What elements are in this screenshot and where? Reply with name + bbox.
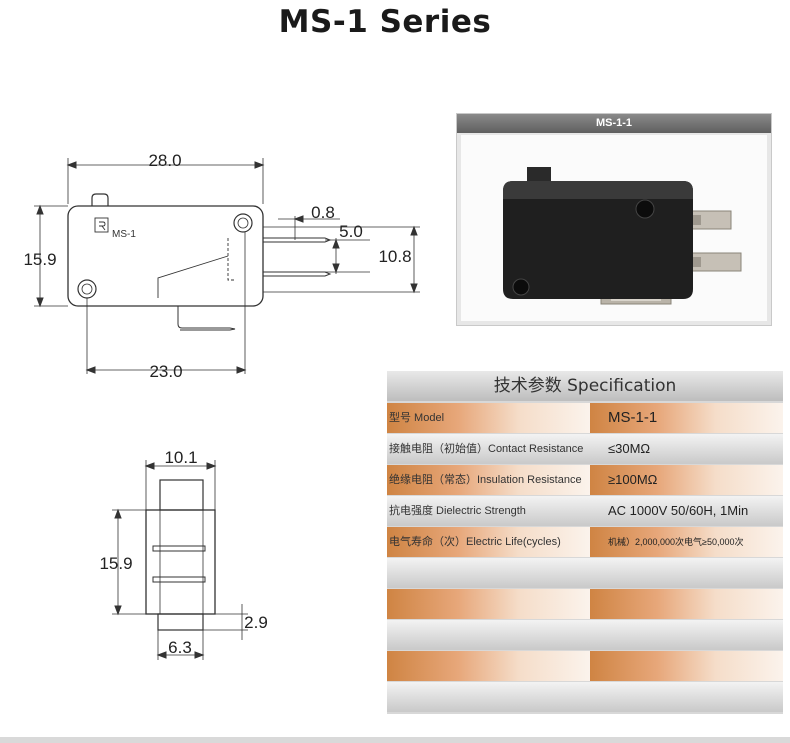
spec-row: 接触电阻（初始值）Contact Resistance ≤30MΩ bbox=[387, 434, 783, 464]
dim-base-width: 6.3 bbox=[168, 638, 192, 657]
dim-top-width: 10.1 bbox=[164, 448, 197, 467]
spec-value bbox=[590, 620, 783, 650]
microswitch-image bbox=[503, 167, 742, 305]
dim-base-height: 2.9 bbox=[244, 613, 268, 632]
spec-row: 抗电强度 Dielectric Strength AC 1000V 50/60H… bbox=[387, 496, 783, 526]
dim-width: 28.0 bbox=[148, 151, 181, 170]
spec-row: 电气寿命（次）Electric Life(cycles) 机械）2,000,00… bbox=[387, 527, 783, 557]
spec-label bbox=[387, 651, 590, 681]
spec-row bbox=[387, 651, 783, 681]
spec-label: 抗电强度 Dielectric Strength bbox=[387, 496, 590, 526]
page-title: MS-1 Series bbox=[278, 4, 492, 40]
spec-value bbox=[590, 651, 783, 681]
spec-label: 接触电阻（初始值）Contact Resistance bbox=[387, 434, 590, 464]
spec-value bbox=[590, 558, 783, 588]
spec-value: AC 1000V 50/60H, 1Min bbox=[590, 496, 783, 526]
spec-label: 绝缘电阻（常态）Insulation Resistance bbox=[387, 465, 590, 495]
spec-row: 绝缘电阻（常态）Insulation Resistance ≥100MΩ bbox=[387, 465, 783, 495]
spec-label: 电气寿命（次）Electric Life(cycles) bbox=[387, 527, 590, 557]
dim-hole-pitch: 23.0 bbox=[149, 362, 182, 381]
product-photo-panel: MS-1-1 bbox=[456, 113, 772, 326]
body-marking: MS-1 bbox=[112, 229, 136, 240]
spec-row bbox=[387, 620, 783, 650]
dim-top-height: 15.9 bbox=[99, 554, 132, 573]
dim-height: 15.9 bbox=[23, 250, 56, 269]
photo-header: MS-1-1 bbox=[457, 114, 771, 133]
spec-value: ≤30MΩ bbox=[590, 434, 783, 464]
spec-label bbox=[387, 589, 590, 619]
bottom-divider bbox=[0, 737, 790, 743]
dimension-drawing: 28.0 15.9 0.8 5.0 10.8 23.0 MS-1 10.1 15… bbox=[23, 151, 420, 660]
spec-value bbox=[590, 589, 783, 619]
spec-value bbox=[590, 682, 783, 712]
spec-value: MS-1-1 bbox=[590, 403, 783, 433]
product-photo bbox=[461, 135, 767, 321]
spec-row bbox=[387, 682, 783, 712]
spec-row: 型号 Model MS-1-1 bbox=[387, 403, 783, 433]
spec-label bbox=[387, 558, 590, 588]
spec-heading: 技术参数 Specification bbox=[387, 371, 783, 401]
spec-label bbox=[387, 682, 590, 712]
spec-row bbox=[387, 558, 783, 588]
dim-pin-pitch: 5.0 bbox=[339, 222, 363, 241]
spec-label bbox=[387, 620, 590, 650]
dim-pin-span: 10.8 bbox=[378, 247, 411, 266]
spec-table: 技术参数 Specification 型号 Model MS-1-1 接触电阻（… bbox=[387, 371, 783, 714]
spec-label: 型号 Model bbox=[387, 403, 590, 433]
dim-pin-thickness: 0.8 bbox=[311, 203, 335, 222]
spec-row bbox=[387, 589, 783, 619]
spec-value: ≥100MΩ bbox=[590, 465, 783, 495]
spec-value: 机械）2,000,000次电气≥50,000次 bbox=[590, 527, 783, 557]
